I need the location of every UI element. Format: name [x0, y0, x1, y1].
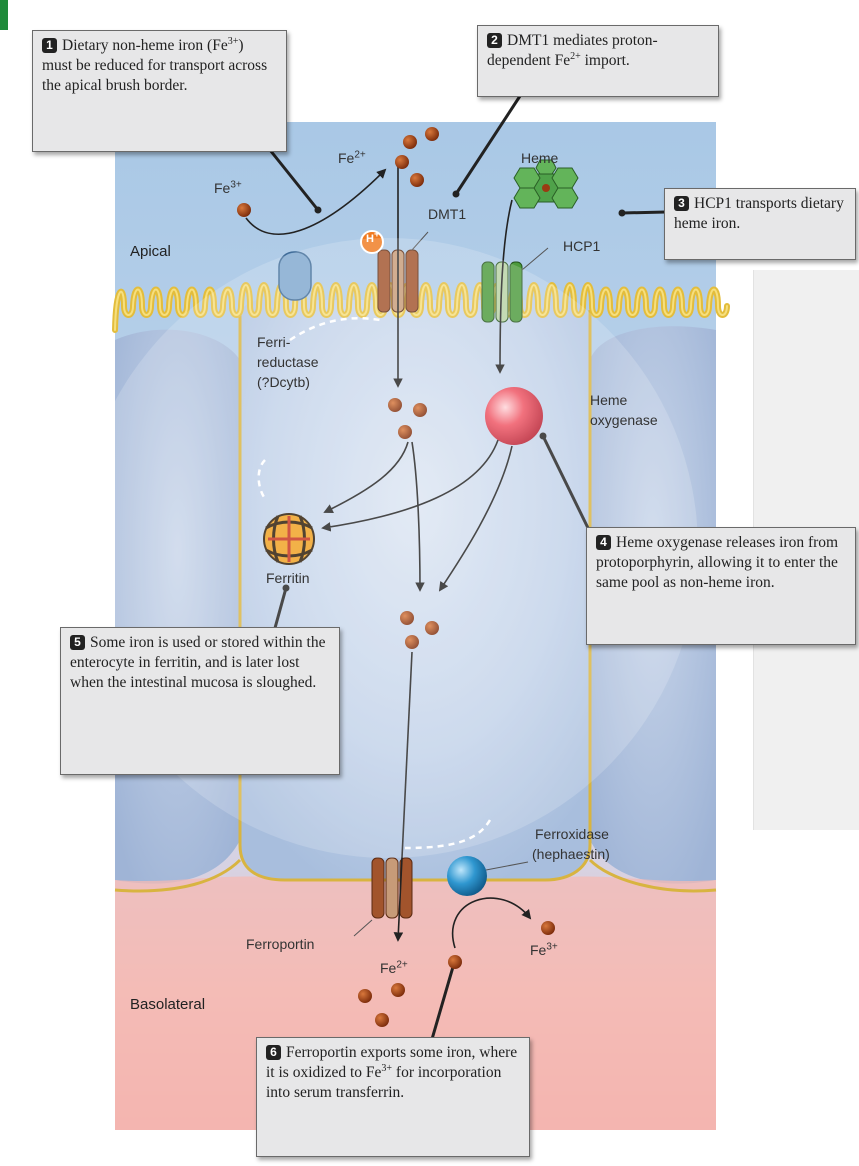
left-dark-strip [0, 30, 20, 1166]
iron-dot [375, 1013, 389, 1027]
iron-dot [403, 135, 417, 149]
fe2-top-label: Fe2+ [338, 150, 366, 166]
ferroxidase-enzyme [447, 856, 487, 896]
callout-6-number: 6 [266, 1045, 281, 1060]
fe3-top-label: Fe3+ [214, 180, 242, 196]
proton-label: H+ [366, 233, 380, 245]
heme-label: Heme [521, 150, 558, 166]
ferroportin-transporter [372, 858, 412, 918]
ferrireductase-label-1: Ferri- [257, 334, 290, 350]
callout-1-sup: 3+ [228, 36, 239, 47]
iron-dot [448, 955, 462, 969]
apical-label: Apical [130, 243, 171, 260]
iron-dot [358, 989, 372, 1003]
iron-dot [237, 203, 251, 217]
heme-oxygenase-label-1: Heme [590, 392, 627, 408]
callout-4-text: Heme oxygenase releases iron from protop… [596, 534, 838, 591]
callout-2-number: 2 [487, 33, 502, 48]
callout-2-sup: 2+ [570, 51, 581, 62]
callout-2-text-b: import. [581, 52, 630, 69]
ferrireductase-label-3: (?Dcytb) [257, 374, 310, 390]
ferroxidase-label-1: Ferroxidase [535, 826, 609, 842]
fe3-bottom-label: Fe3+ [530, 942, 558, 958]
ferritin-label: Ferritin [266, 570, 310, 586]
ferroportin-label: Ferroportin [246, 936, 314, 952]
callout-5-text: Some iron is used or stored within the e… [70, 634, 326, 691]
iron-dot [410, 173, 424, 187]
callout-6-sup: 3+ [381, 1063, 392, 1074]
ferroxidase-label-2: (hephaestin) [532, 846, 610, 862]
iron-dot [425, 127, 439, 141]
callout-3-text: HCP1 transports dietary heme iron. [674, 195, 844, 232]
callout-5-number: 5 [70, 635, 85, 650]
callout-1-number: 1 [42, 38, 57, 53]
iron-dot [541, 921, 555, 935]
callout-3-number: 3 [674, 196, 689, 211]
callout-1-text-a: Dietary non-heme iron (Fe [62, 37, 228, 54]
heme-oxygenase-label-2: oxygenase [590, 412, 658, 428]
callout-4-number: 4 [596, 535, 611, 550]
fe2-bottom-label: Fe2+ [380, 960, 408, 976]
iron-dot [391, 983, 405, 997]
hcp1-label: HCP1 [563, 238, 600, 254]
dmt1-label: DMT1 [428, 206, 466, 222]
ferrireductase-label-2: reductase [257, 354, 318, 370]
left-green-marker [0, 0, 8, 30]
basolateral-label: Basolateral [130, 996, 205, 1013]
iron-dot [395, 155, 409, 169]
